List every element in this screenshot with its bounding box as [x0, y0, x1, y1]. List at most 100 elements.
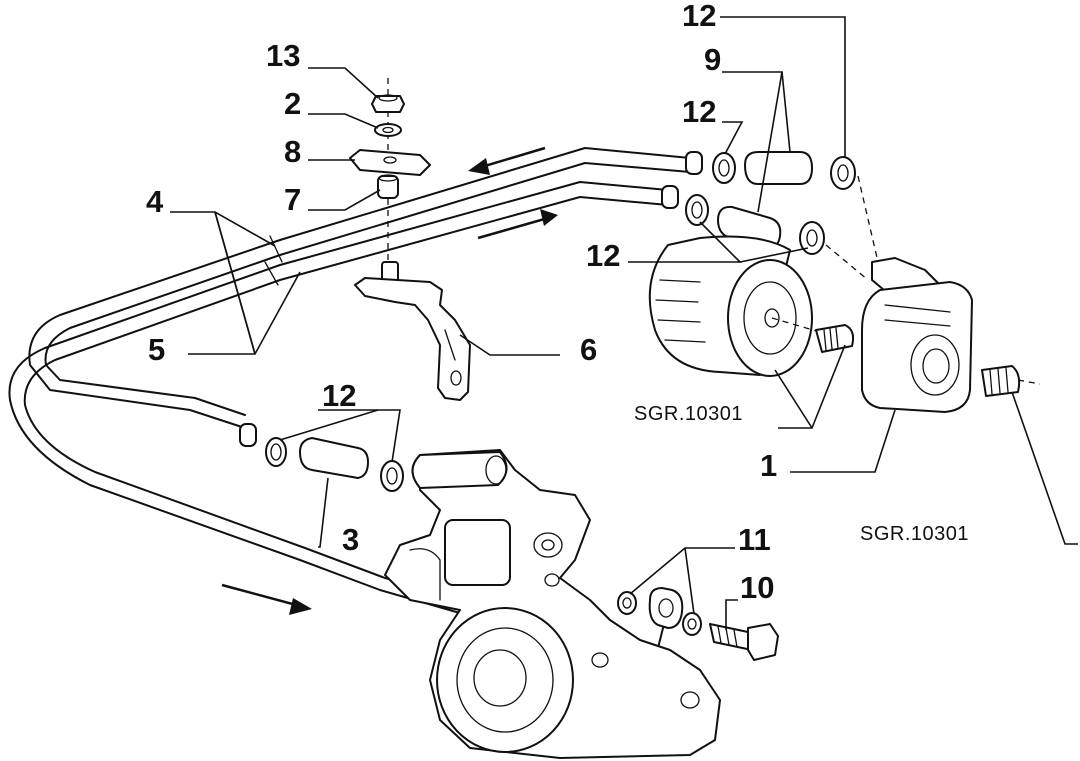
leader-2: [308, 113, 379, 129]
leader-12-left-b: [739, 247, 809, 263]
label-8: 8: [284, 134, 301, 169]
label-12-left: 12: [586, 238, 620, 273]
clamp-12-top-left-inner: [718, 159, 730, 177]
pump-pulley-hub: [473, 649, 527, 707]
filter-nipple-thread: [823, 327, 839, 351]
flow-arrowhead-upper: [468, 158, 490, 175]
leader-12-top: [720, 16, 846, 158]
code-cooler: SGR.10301: [860, 523, 969, 545]
seal-washer-11-right-hole: [687, 618, 697, 630]
pipe-break-lower: [264, 261, 279, 286]
pipe-break-upper: [269, 235, 283, 263]
seal-washer-11-left: [617, 591, 637, 615]
seal-washer-11-left-hole: [622, 597, 632, 609]
housing-bolt-hole: [544, 573, 560, 587]
flow-arrow-lower: [221, 583, 301, 608]
pump-pulley-groove: [456, 627, 554, 733]
leader-3: [318, 477, 329, 548]
clamp-12-mid-right-inner: [806, 229, 818, 247]
part-labels: 13 2 8 7 4 5 6 12 3 12 9 12 12 1 11 10 S…: [146, 0, 969, 605]
label-12-top: 12: [682, 0, 716, 33]
housing-port: [533, 532, 563, 558]
upper-pipe-inner: [44, 162, 691, 416]
flow-arrow-middle: [477, 216, 549, 240]
flow-arrowhead-lower: [289, 598, 312, 615]
label-1: 1: [760, 448, 777, 483]
bracket-6-hole: [450, 370, 462, 386]
label-6: 6: [580, 332, 597, 367]
oil-filter-center-hole: [764, 308, 780, 328]
leader-12-lower-left: [279, 409, 379, 441]
lower-pipe-outer: [8, 181, 669, 666]
housing-port-inner: [541, 539, 555, 551]
thermostat-body: [444, 519, 511, 586]
washer-2: [374, 123, 402, 137]
nut-13-hole: [378, 94, 398, 102]
pipe-end-lower: [239, 423, 257, 447]
nut-13: [371, 95, 405, 113]
thermostat-outlet-port: [485, 455, 507, 485]
leader-5b: [214, 211, 256, 355]
label-3: 3: [342, 522, 359, 557]
banjo-fitting: [617, 587, 779, 661]
coolant-pipes: [8, 147, 703, 666]
label-9: 9: [704, 42, 721, 77]
hose-9-upper: [744, 151, 813, 185]
pump-bolt-boss-2: [680, 691, 700, 709]
cooler-union-axis: [1017, 379, 1041, 385]
banjo-bolt-shank: [709, 623, 753, 651]
upper-pipe-outer: [28, 147, 691, 429]
seal-washer-11-right: [682, 612, 702, 636]
clamp-12-lower-left-inner: [270, 443, 282, 461]
clamp-12-mid-right: [799, 221, 825, 255]
label-10: 10: [740, 570, 774, 605]
hose-3: [299, 437, 369, 479]
clamp-plate-8-hole: [383, 156, 397, 164]
label-12-lower: 12: [322, 378, 356, 413]
leader-1: [790, 409, 896, 473]
clamp-12-mid-left-inner: [691, 201, 703, 219]
label-7: 7: [284, 182, 301, 217]
leader-13: [308, 67, 379, 99]
label-2: 2: [284, 86, 301, 121]
hose-to-cooler-axis-2: [825, 244, 869, 281]
cooler-port-inner: [922, 348, 950, 384]
pump-bolt-boss-1: [591, 652, 609, 668]
banjo-eye-hole: [658, 598, 674, 618]
clamp-12-top-right: [830, 156, 856, 190]
flow-arrowhead-middle: [540, 209, 558, 226]
oil-filter-ribs: [655, 279, 706, 343]
leader-filter-code-b: [774, 369, 813, 429]
water-pump-housing: [384, 449, 721, 759]
lower-pipe-inner: [23, 196, 669, 651]
leader-9-upper: [781, 71, 791, 153]
label-13: 13: [266, 38, 300, 73]
clamp-12-lower-right: [380, 460, 404, 492]
clamp-12-top-right-inner: [837, 164, 849, 182]
cooler-body: [861, 281, 973, 413]
banjo-bolt-thread: [717, 625, 738, 648]
flow-arrow-upper: [477, 146, 546, 170]
cooler-union-thread: [989, 367, 1009, 395]
leader-7: [308, 189, 381, 211]
leader-12-middle: [722, 121, 744, 155]
washer-2-hole: [382, 126, 394, 134]
leader-lines: [170, 16, 1078, 630]
banjo-bolt-10: [747, 623, 779, 661]
spacer-7: [377, 175, 399, 199]
leader-11-left: [629, 547, 735, 595]
leader-11-right: [684, 547, 695, 615]
oil-filter-face-ring: [743, 281, 797, 355]
clamp-12-top-left: [712, 152, 736, 184]
cooler-union: [981, 365, 1021, 397]
lower-hose-assembly: [265, 437, 404, 492]
leader-6: [459, 334, 560, 356]
label-4: 4: [146, 184, 164, 219]
bracket-6-slot: [444, 329, 456, 361]
leader-12-lower-right: [318, 409, 401, 463]
leader-cooler-code: [1011, 391, 1078, 545]
housing-inlet-pipe: [409, 548, 441, 601]
mounting-stack: [349, 78, 471, 401]
label-5: 5: [148, 332, 165, 367]
